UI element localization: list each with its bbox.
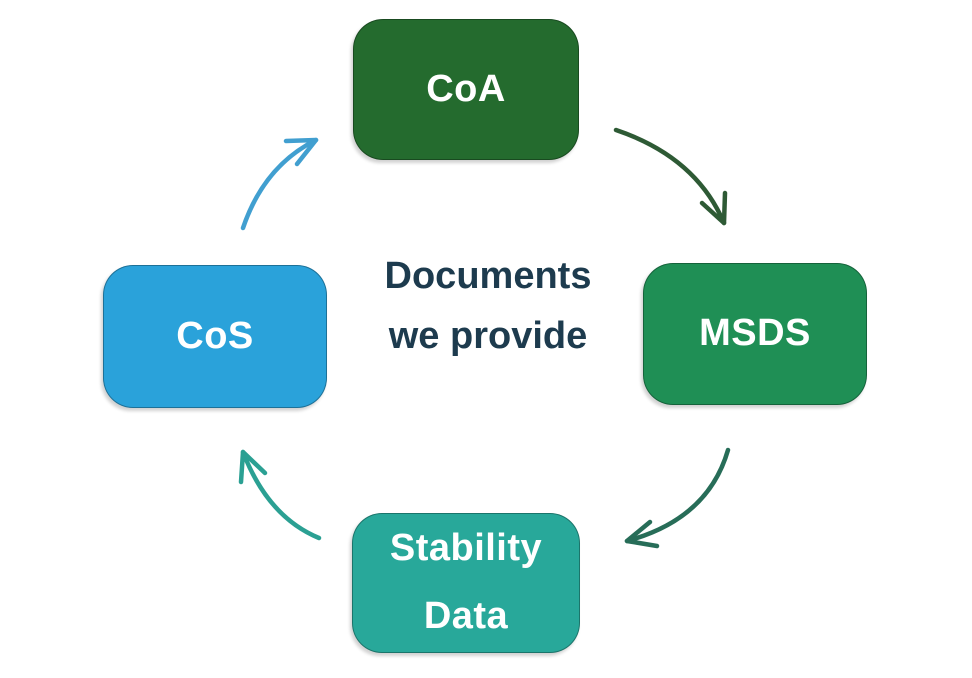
diagram-title-line2: we provide	[388, 315, 588, 357]
node-stability-data-label: Stability Data	[389, 527, 543, 637]
node-msds: MSDS	[643, 263, 867, 405]
arrow-coa-to-msds	[613, 127, 728, 226]
arrow-cos-to-coa	[240, 137, 319, 231]
arrow-msds-to-stability	[624, 447, 731, 549]
arrow-stability-to-cos	[238, 449, 322, 541]
node-coa: CoA	[353, 19, 579, 160]
node-msds-label: MSDS	[699, 312, 811, 355]
diagram-title: Documents we provide	[326, 246, 650, 366]
node-cos: CoS	[103, 265, 327, 408]
node-stability-data: Stability Data	[352, 513, 580, 653]
diagram-title-line1: Documents	[384, 255, 592, 297]
node-coa-label: CoA	[426, 67, 506, 110]
node-cos-label: CoS	[176, 314, 254, 357]
